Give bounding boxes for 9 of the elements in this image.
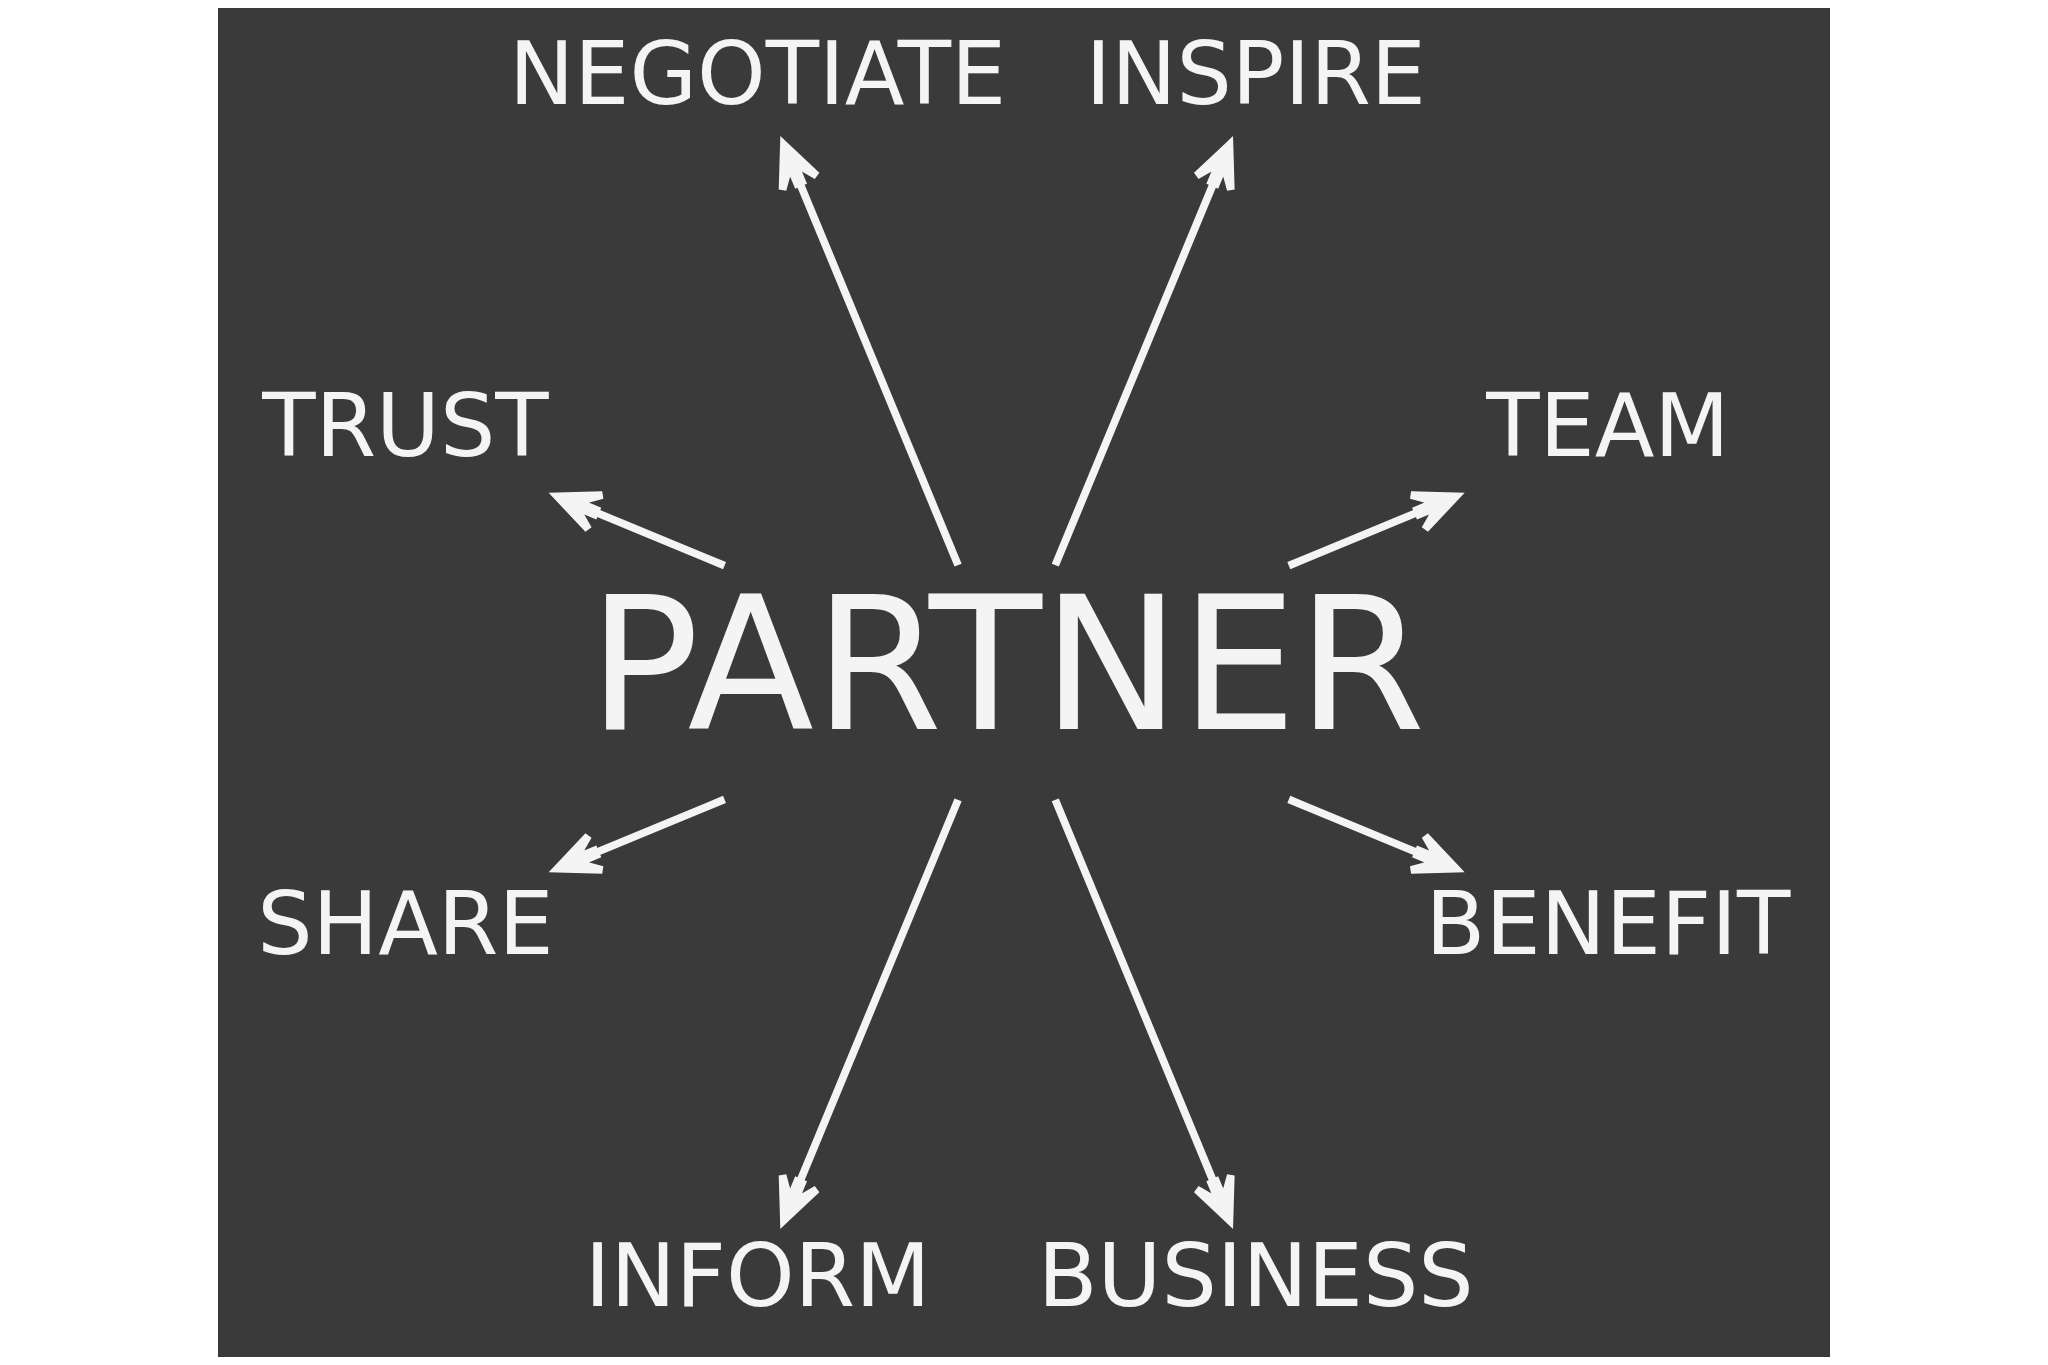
node-text: TEAM	[1486, 374, 1730, 477]
node-text: BUSINESS	[1037, 1225, 1474, 1328]
node-text: INSPIRE	[1085, 22, 1426, 125]
node-text: BENEFIT	[1425, 872, 1791, 975]
node-text: SHARE	[257, 872, 554, 975]
node-text: INFORM	[584, 1225, 931, 1328]
node-text: TRUST	[262, 374, 549, 477]
node-text: NEGOTIATE	[509, 22, 1007, 125]
node-text: PARTNER	[587, 556, 1426, 773]
